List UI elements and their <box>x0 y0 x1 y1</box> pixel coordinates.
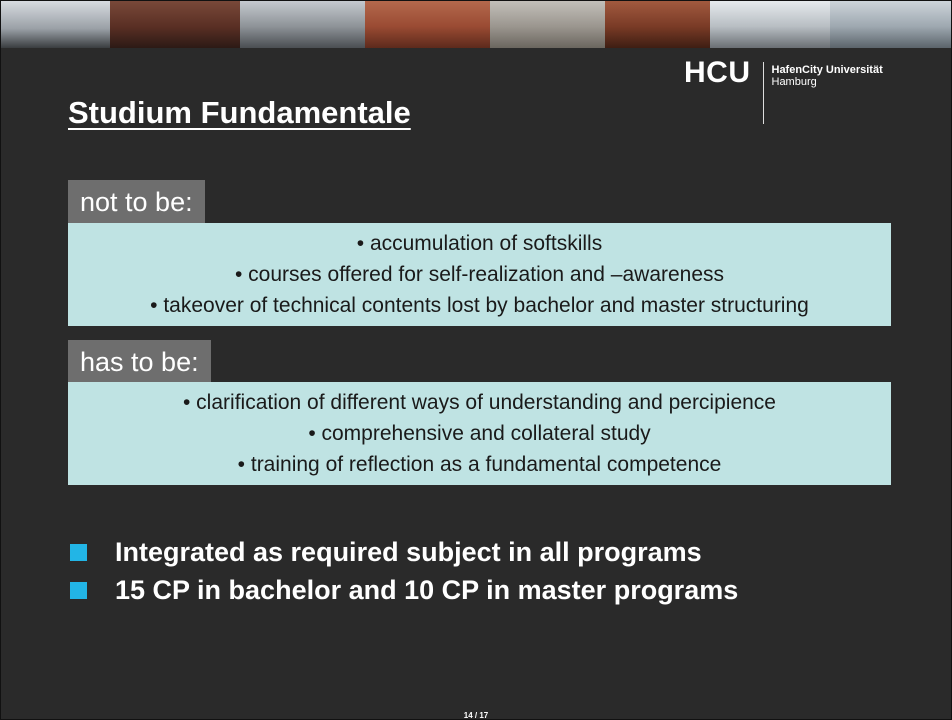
logo-divider <box>762 62 764 124</box>
section-box-has-to-be: • clarification of different ways of und… <box>68 382 891 485</box>
section-line: • comprehensive and collateral study <box>308 422 651 445</box>
logo-hcu-text: HCU <box>684 56 751 89</box>
section-line: • training of reflection as a fundamenta… <box>237 453 722 476</box>
list-item: Integrated as required subject in all pr… <box>70 533 738 571</box>
bullet-list: Integrated as required subject in all pr… <box>70 533 738 609</box>
square-bullet-icon <box>70 543 87 561</box>
logo-name-line1: HafenCity Universität <box>771 64 883 76</box>
logo-university-name: HafenCity Universität Hamburg <box>772 64 883 88</box>
slide-title: Studium Fundamentale <box>68 95 411 130</box>
bullet-text: Integrated as required subject in all pr… <box>115 536 702 567</box>
section-line: • accumulation of softskills <box>356 232 603 255</box>
square-bullet-icon <box>70 581 87 599</box>
section-box-not-to-be: • accumulation of softskills • courses o… <box>68 223 891 326</box>
section-tag-has-to-be: has to be: <box>68 340 211 385</box>
section-line: • clarification of different ways of und… <box>183 391 776 414</box>
section-line: • courses offered for self-realization a… <box>234 263 725 286</box>
bullet-text: 15 CP in bachelor and 10 CP in master pr… <box>115 574 739 605</box>
logo-name-line2: Hamburg <box>771 76 817 88</box>
page-number: 14 / 17 <box>463 711 489 720</box>
section-line: • takeover of technical contents lost by… <box>150 294 809 317</box>
list-item: 15 CP in bachelor and 10 CP in master pr… <box>70 571 738 609</box>
section-tag-not-to-be: not to be: <box>68 180 205 225</box>
header-photo-banner <box>0 0 952 48</box>
hcu-logo: HCU HafenCity Universität Hamburg <box>684 56 883 124</box>
